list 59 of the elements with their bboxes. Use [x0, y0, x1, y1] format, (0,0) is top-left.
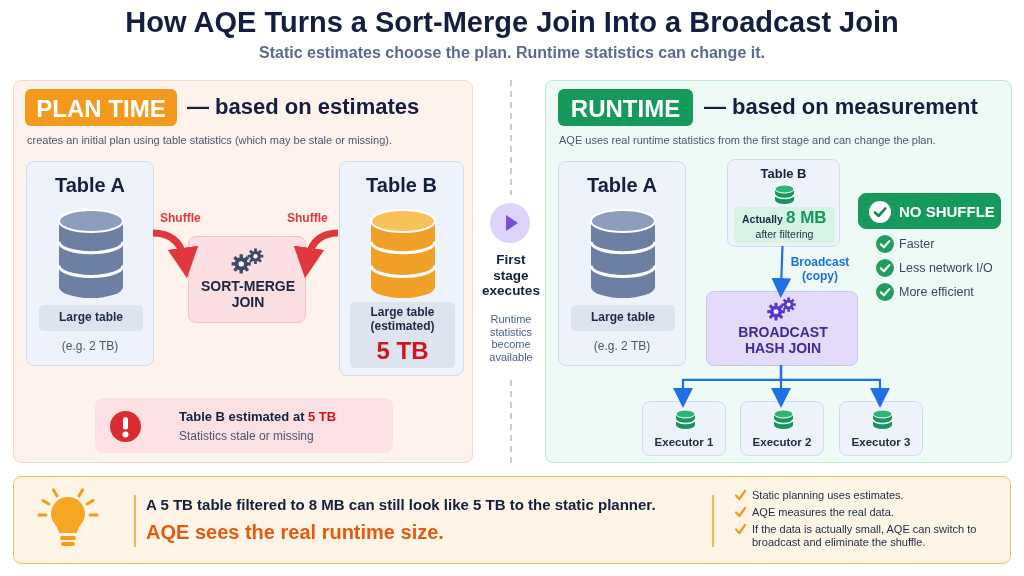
section-tag: PLAN TIME [25, 89, 177, 126]
size-note: (e.g. 2 TB) [592, 340, 652, 354]
executor-card [642, 401, 726, 456]
table-card [26, 161, 154, 366]
status-badge [858, 193, 1001, 229]
join-label: BROADCAST HASH JOIN [737, 324, 829, 357]
table-title: Table A [54, 174, 126, 197]
runtime-panel [545, 80, 1012, 463]
section-description: AQE uses real runtime statistics from the first stage and can change the plan. [559, 134, 937, 147]
table-card [727, 159, 840, 247]
size-label: Large table (estimated) [369, 306, 436, 334]
subtitle: Static estimates choose the plan. Runtime statistics can change it. [258, 44, 766, 63]
section-heading: — based on estimates [187, 94, 420, 120]
size-label: Actually [742, 213, 783, 226]
arrow [771, 245, 792, 298]
size-value: 5 TB [375, 337, 430, 365]
join-box [706, 291, 858, 366]
table-card [339, 161, 464, 376]
plan-time-panel [13, 80, 473, 463]
executor-label: Executor 2 [751, 436, 813, 450]
warning-value: 5 TB [308, 410, 337, 425]
table-card [558, 161, 686, 366]
table-title: Table B [759, 167, 808, 182]
executor-card [839, 401, 923, 456]
benefit-text: Less network I/O [899, 261, 993, 276]
size-value: 8 MB [786, 208, 827, 228]
size-label: Large table [39, 305, 143, 331]
edge-label: Shuffle [160, 212, 201, 226]
join-box [188, 236, 306, 323]
executor-label: Executor 3 [850, 436, 912, 450]
summary-text: A 5 TB table filtered to 8 MB can still look like 5 TB to the static planner. [146, 496, 656, 514]
stage-note: Runtime statistics become available [488, 313, 534, 364]
title: How AQE Turns a Sort-Merge Join Into a Broadcast Join [124, 6, 900, 40]
size-label: Large table [571, 305, 675, 331]
edge-label: Shuffle [287, 212, 328, 226]
table-title: Table A [586, 174, 658, 197]
note-text: AQE measures the real data. [752, 506, 894, 519]
note-text: If the data is actually small, AQE can switch to broadcast and eliminate the shuffle. [752, 523, 978, 549]
table-title: Table B [365, 174, 438, 197]
executor-label: Executor 1 [653, 436, 715, 450]
summary-banner [13, 476, 1011, 564]
warning-detail: Statistics stale or missing [179, 430, 314, 444]
executor-card [740, 401, 824, 456]
warning-box [95, 398, 393, 453]
note-text: Static planning uses estimates. [752, 489, 904, 502]
summary-highlight: AQE sees the real runtime size. [146, 521, 444, 544]
benefit-text: More efficient [899, 285, 974, 300]
benefit-text: Faster [899, 237, 935, 252]
stage-label: First stage executes [481, 252, 541, 299]
arrow [779, 365, 890, 408]
section-heading: — based on measurement [704, 94, 978, 120]
section-description: creates an initial plan using table statistics (which may be stale or missing). [27, 134, 393, 147]
warning-title: Table B estimated at [179, 410, 305, 425]
size-note: after filtering [754, 228, 815, 241]
size-note: (e.g. 2 TB) [60, 340, 120, 354]
status-label: NO SHUFFLE [899, 203, 995, 221]
edge-label: Broadcast (copy) [790, 256, 850, 284]
join-label: SORT-MERGE JOIN [199, 278, 297, 311]
section-tag: RUNTIME [558, 89, 693, 126]
